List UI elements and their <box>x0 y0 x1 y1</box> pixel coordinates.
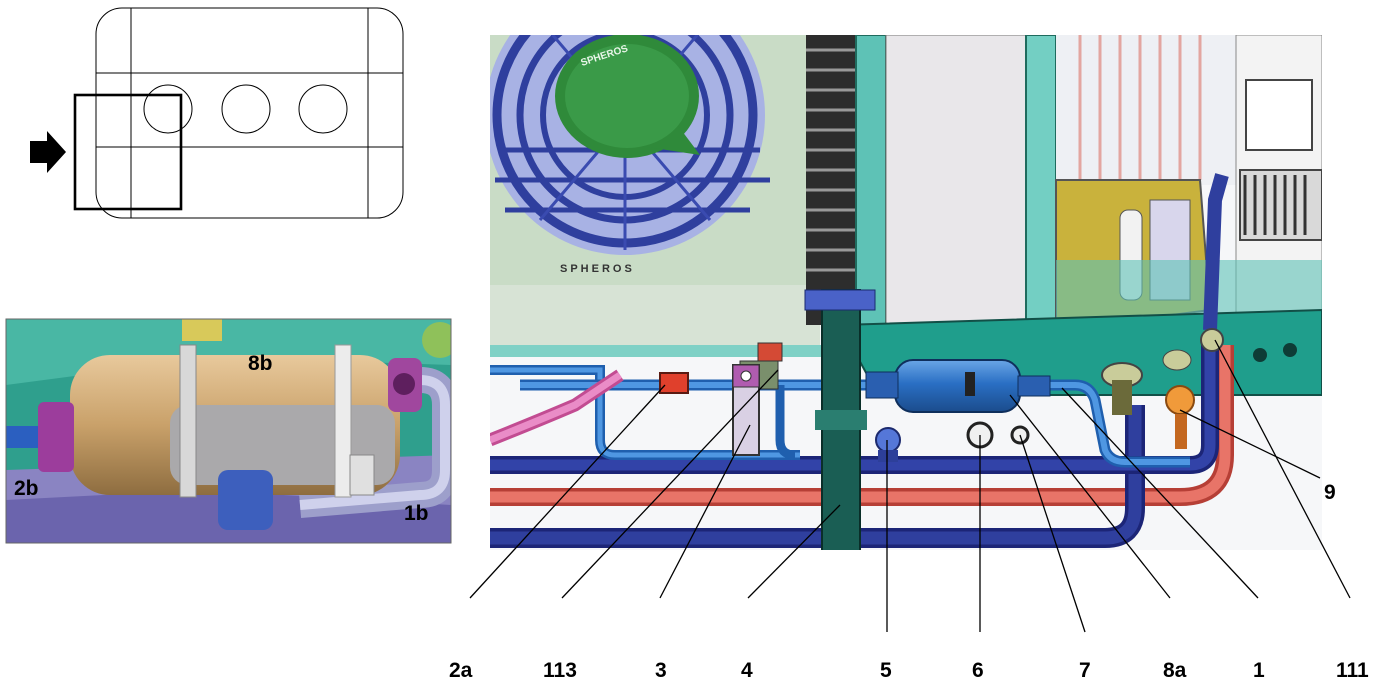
bracket-4 <box>804 289 876 550</box>
access-panel <box>885 35 1027 336</box>
fan-position-3 <box>298 84 348 134</box>
callout-3: 3 <box>655 659 667 682</box>
arrow-right-icon <box>30 131 66 173</box>
locator-schematic <box>73 7 404 219</box>
condenser-fan: SPHEROS <box>490 35 770 255</box>
callout-8a: 8a <box>1163 659 1187 682</box>
main-illustration: SPHEROS SPHEROS <box>490 35 1322 550</box>
detail-insert <box>6 319 451 543</box>
suction-line <box>490 173 1229 548</box>
leader-lines <box>469 339 1351 633</box>
vehicle-outline <box>95 7 404 219</box>
hot-gas-line <box>490 345 1234 506</box>
insert-label-1b: 1b <box>404 502 429 525</box>
callout-111: 111 <box>1336 659 1369 682</box>
view-location-frame <box>73 93 183 211</box>
insert-label-8b: 8b <box>248 352 273 375</box>
expansion-valve-9 <box>1101 349 1195 449</box>
brand-text: SPHEROS <box>560 263 635 275</box>
callout-9: 9 <box>1324 481 1336 504</box>
callout-1: 1 <box>1253 659 1265 682</box>
connector-2a <box>659 372 689 394</box>
callout-2a: 2a <box>449 659 473 682</box>
service-valve-5 <box>875 427 901 462</box>
fan-position-1 <box>143 84 193 134</box>
callout-4: 4 <box>741 659 753 682</box>
callout-6: 6 <box>972 659 984 682</box>
fan-position-2 <box>221 84 271 134</box>
callout-labels: 2a 113 3 4 5 6 7 8a 1 111 9 <box>449 481 1369 682</box>
filter-drier-8a <box>865 359 1051 413</box>
liquid-line <box>490 365 1190 468</box>
callout-113: 113 <box>543 659 577 682</box>
pressure-switch-3 <box>732 364 760 456</box>
coil-fins <box>806 35 856 325</box>
insert-label-2b: 2b <box>14 477 39 500</box>
callout-7: 7 <box>1079 659 1091 682</box>
callout-5: 5 <box>880 659 892 682</box>
